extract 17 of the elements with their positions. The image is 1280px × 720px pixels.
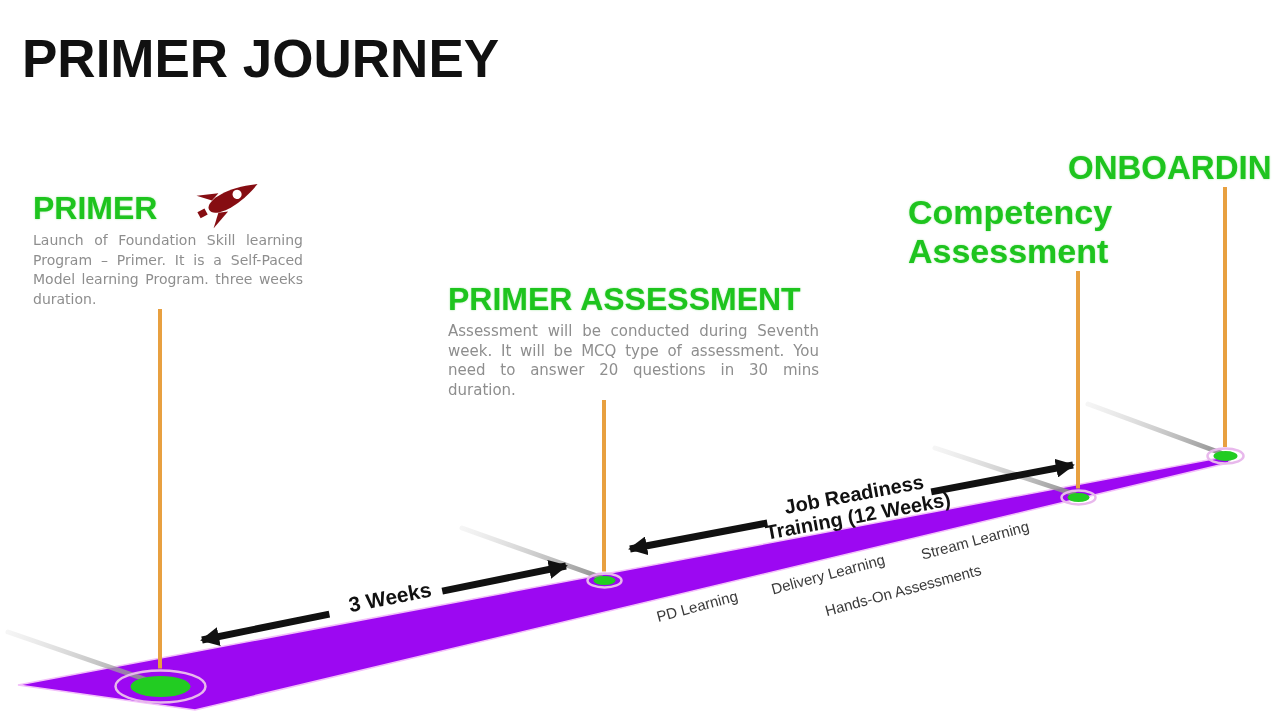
milestone-description: Assessment will be conducted during Seventh week. It will be MCQ type of assessment. You need to answer 20 questions in 30 mins duration. — [448, 322, 819, 400]
signpost-pole — [158, 309, 162, 669]
milestone-description: Launch of Foundation Skill learning Program – Primer. It is a Self-Paced Model learning Program. three weeks duration. — [33, 231, 303, 309]
milestone-heading: Competency Assessment — [908, 193, 1122, 271]
marker-icon — [113, 668, 207, 704]
page-title: PRIMER JOURNEY — [22, 30, 500, 89]
marker-icon — [1205, 447, 1245, 465]
milestone-heading: ONBOARDIN — [1068, 149, 1280, 187]
signpost-pole — [602, 400, 606, 572]
duration-label: 3 Weeks — [346, 577, 434, 617]
milestone-heading: PRIMER — [33, 190, 158, 227]
activity-label: PD Learning — [654, 587, 740, 625]
signpost-pole — [1223, 187, 1227, 447]
marker-icon — [585, 571, 623, 589]
milestone-heading: PRIMER ASSESSMENT — [448, 281, 801, 318]
marker-icon — [1059, 488, 1097, 506]
signpost-pole — [1076, 271, 1080, 489]
